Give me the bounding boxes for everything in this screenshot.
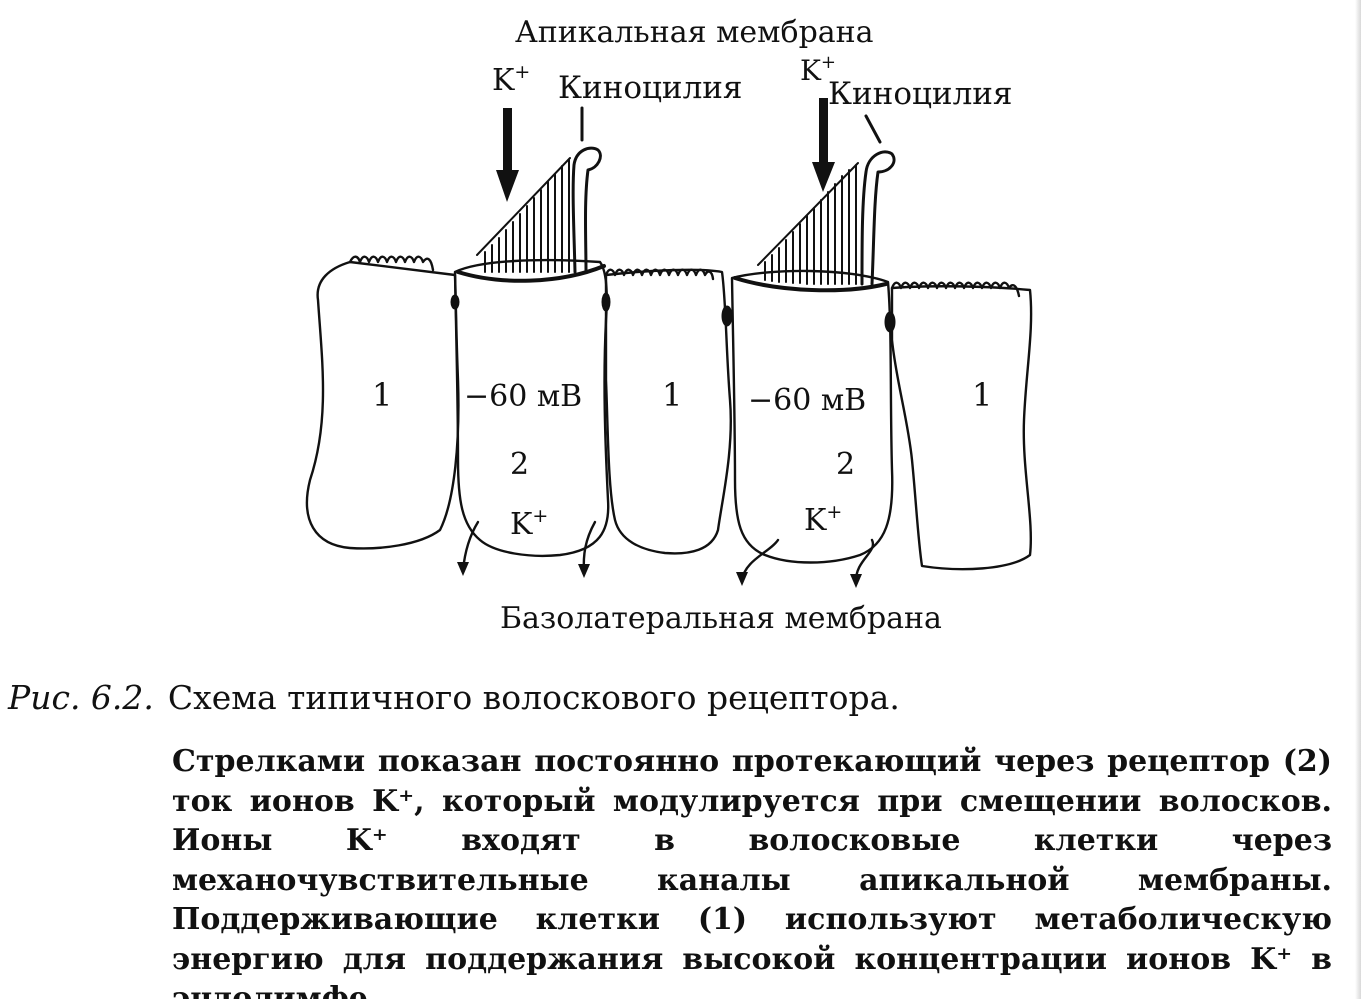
support-cell-number-mid: 1: [662, 376, 682, 414]
potential-label-left: −60 мВ: [464, 379, 582, 414]
stereocilia-left: [476, 157, 571, 273]
hair-cell-left: [453, 258, 610, 558]
microvilli-mid: [604, 268, 715, 281]
apical-membrane-label: Апикальная мембрана: [515, 15, 874, 50]
figure-number: Рис. 6.2.: [8, 678, 154, 717]
basolateral-membrane-label: Базолатеральная мембрана: [500, 601, 942, 636]
hair-cell-number-right: 2: [836, 447, 855, 482]
support-cell-right: [890, 285, 1033, 571]
hair-cell-right: [730, 269, 894, 564]
ion-label-cell-right: K+: [804, 501, 842, 538]
ion-label-apical-left: K+: [492, 61, 530, 98]
support-cell-mid: [604, 268, 732, 555]
hair-cell-left-cuticle: [456, 264, 606, 283]
tight-junctions: [450, 292, 896, 333]
hair-cell-number-left: 2: [510, 447, 529, 482]
figure-title: Схема типичного волоскового рецептора.: [167, 678, 900, 717]
kinocilium-label-right: Киноцилия: [828, 76, 1013, 112]
potential-label-right: −60 мВ: [748, 383, 866, 418]
support-cell-number-right: 1: [972, 376, 992, 414]
figure-caption: Рис. 6.2. Схема типичного волоскового рец…: [8, 678, 1338, 718]
kinocilium-right: [860, 150, 896, 286]
ion-label-cell-left: K+: [510, 505, 548, 542]
hair-cell-right-cuticle: [733, 276, 888, 293]
stereocilia-right: [757, 162, 859, 285]
kinocilium-left: [571, 146, 602, 274]
arrowheads-basolateral: [457, 562, 862, 588]
microvilli-left: [348, 255, 435, 272]
ion-label-apical-right: K+: [800, 52, 836, 87]
figure-description: Стрелками показан постоянно протекающий …: [172, 744, 1332, 999]
microvilli-right: [890, 281, 1021, 298]
apical-k-arrows: [496, 98, 835, 202]
hair-receptor-diagram: Апикальная мембрана Базолатеральная мемб…: [305, 15, 1033, 636]
kinocilium-label-left: Киноцилия: [558, 70, 743, 106]
support-cell-number-left: 1: [372, 376, 392, 414]
kinocilium-pointer-right: [864, 114, 882, 144]
scan-edge: [1355, 0, 1361, 999]
